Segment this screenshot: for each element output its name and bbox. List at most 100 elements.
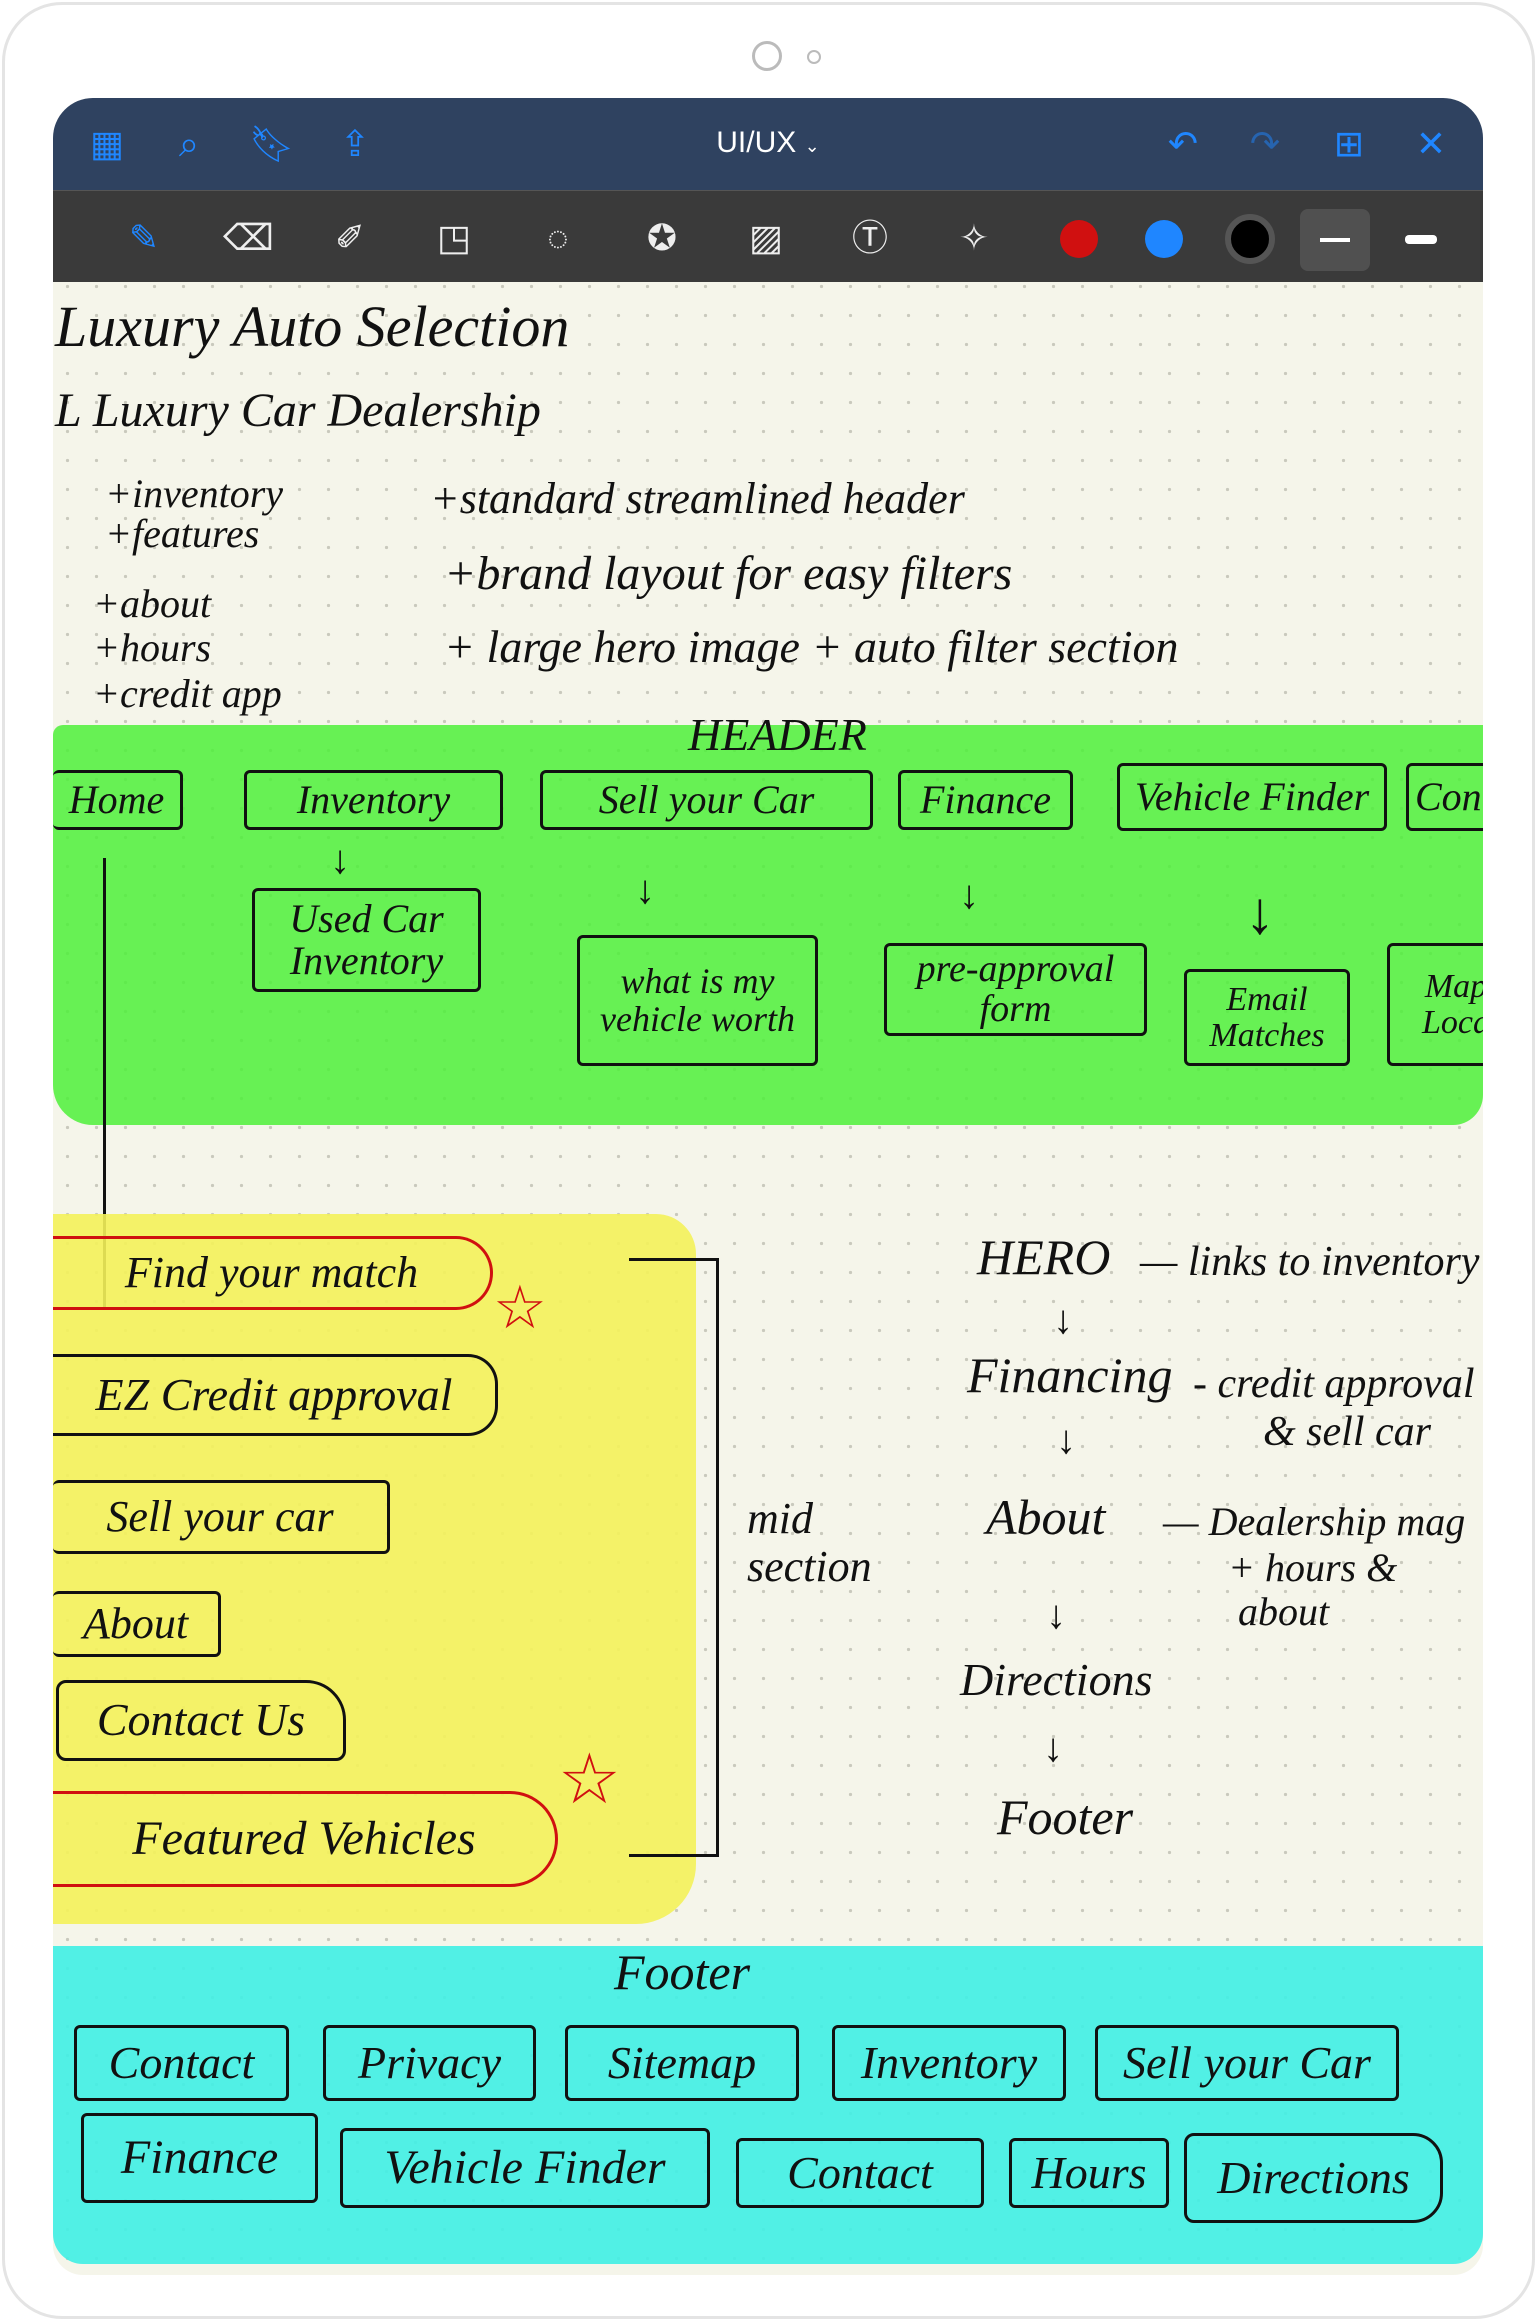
sub-box-label: Map Loca: [1422, 967, 1483, 1041]
footer-box: Contact: [74, 2025, 289, 2101]
undo-icon[interactable]: ↶: [1167, 123, 1199, 164]
footer-box-label: Contact: [108, 2036, 255, 2088]
sub-box-label: what is my vehicle worth: [600, 960, 795, 1039]
nav-box-sell: Sell your Car: [540, 770, 873, 830]
nav-box-contact: Cont: [1406, 763, 1483, 831]
arrow-down-icon: ↓: [330, 838, 350, 882]
sticker-tool-icon[interactable]: ✪: [646, 217, 678, 258]
arrow-down-icon: ↓: [1245, 879, 1275, 946]
home-connector-line: [103, 858, 106, 1308]
arrow-down-icon: ↓: [635, 868, 655, 912]
add-page-icon[interactable]: ⊞: [1333, 123, 1365, 164]
footer-box-label: Finance: [120, 2130, 279, 2184]
mid-item-label: Sell your car: [106, 1491, 334, 1541]
mid-item-credit-approval: EZ Credit approval: [53, 1354, 498, 1436]
mid-item-contact-us: Contact Us: [56, 1680, 346, 1761]
nav-box-vehicle-finder: Vehicle Finder: [1117, 763, 1387, 831]
lasso-tool-icon[interactable]: ◌: [547, 217, 569, 258]
highlighter-tool-icon[interactable]: ✐: [334, 217, 366, 258]
image-tool-icon[interactable]: ▨: [748, 217, 783, 258]
mid-item-label: Contact Us: [96, 1694, 306, 1746]
sub-box-email-matches: Email Matches: [1184, 969, 1350, 1066]
top-navbar: ▦ ⌕ 🔖︎ ⇪ UI/UX ⌄ ↶ ↷ ⊞ ✕: [53, 98, 1483, 190]
camera-icon: [752, 41, 782, 71]
footer-box: Finance: [81, 2113, 318, 2203]
nav-box-home: Home: [53, 770, 183, 830]
header-highlight: [53, 725, 1483, 1125]
mid-item-find-your-match: Find your match: [53, 1236, 493, 1310]
search-icon[interactable]: ⌕: [178, 123, 200, 164]
footer-highlight: [53, 1946, 1483, 2264]
sub-box-label: Used Car Inventory: [289, 896, 444, 983]
footer-box-label: Contact: [787, 2146, 933, 2198]
flow-about-note: + hours &: [1228, 1545, 1398, 1590]
color-black-swatch[interactable]: [1225, 214, 1275, 264]
document-title[interactable]: UI/UX ⌄: [53, 126, 1483, 160]
nav-box-label: Cont: [1415, 774, 1483, 819]
page-subtitle: L Luxury Car Dealership: [55, 384, 541, 437]
stroke-thin-button[interactable]: [1300, 209, 1370, 271]
grid-icon[interactable]: ▦: [89, 123, 124, 164]
flow-directions: Directions: [960, 1654, 1153, 1705]
footer-box: Sitemap: [565, 2025, 799, 2101]
feature-note: +credit app: [93, 671, 282, 716]
close-icon[interactable]: ✕: [1415, 123, 1447, 164]
footer-box: Directions: [1184, 2133, 1443, 2223]
mid-item-label: About: [82, 1598, 189, 1648]
share-icon[interactable]: ⇪: [339, 123, 371, 164]
design-note: +brand layout for easy filters: [444, 547, 1013, 600]
bookmark-icon[interactable]: 🔖︎: [249, 123, 295, 164]
flow-about-note: about: [1238, 1589, 1330, 1634]
flow-financing: Financing: [967, 1347, 1173, 1403]
nav-box-label: Finance: [919, 777, 1052, 822]
mid-item-about: About: [53, 1591, 221, 1657]
mid-item-label: Featured Vehicles: [132, 1811, 476, 1865]
feature-note: +inventory: [105, 471, 284, 516]
flow-hero-note: — links to inventory: [1140, 1239, 1480, 1285]
star-icon: ☆: [558, 1742, 621, 1819]
footer-box: Hours: [1009, 2138, 1169, 2208]
redo-icon[interactable]: ↷: [1249, 123, 1281, 164]
sub-box-label: Email Matches: [1209, 980, 1325, 1054]
flow-hero: HERO: [977, 1229, 1111, 1285]
mid-item-featured-vehicles: Featured Vehicles: [53, 1791, 558, 1887]
laser-pointer-icon[interactable]: ✧: [958, 217, 990, 258]
nav-box-inventory: Inventory: [244, 770, 503, 830]
sub-box-map-location: Map Loca: [1387, 943, 1483, 1066]
footer-box: Inventory: [832, 2025, 1066, 2101]
shapes-tool-icon[interactable]: ◳: [436, 217, 471, 258]
arrow-down-icon: ↓: [1053, 1298, 1073, 1342]
mid-section-bracket: [629, 1258, 719, 1857]
eraser-tool-icon[interactable]: ⌫: [223, 217, 274, 258]
feature-note: +about: [93, 581, 212, 626]
mid-item-sell-your-car: Sell your car: [53, 1480, 390, 1554]
pen-tool-icon[interactable]: ✎: [128, 217, 160, 258]
footer-box: Privacy: [323, 2025, 536, 2101]
nav-box-label: Home: [68, 777, 165, 822]
design-note: +standard streamlined header: [430, 474, 965, 523]
arrow-down-icon: ↓: [1043, 1726, 1063, 1770]
flow-financing-note: - credit approval: [1193, 1361, 1475, 1407]
flow-financing-note: & sell car: [1263, 1409, 1431, 1455]
page-title: Luxury Auto Selection: [55, 294, 570, 359]
footer-box-label: Sell your Car: [1123, 2036, 1371, 2088]
footer-box-label: Sitemap: [607, 2036, 757, 2088]
footer-label: Footer: [614, 1944, 751, 2000]
sub-box-vehicle-worth: what is my vehicle worth: [577, 935, 818, 1066]
color-blue-swatch[interactable]: [1145, 220, 1183, 258]
color-red-swatch[interactable]: [1060, 220, 1098, 258]
design-note: + large hero image + auto filter section: [444, 621, 1179, 672]
stroke-thick-button[interactable]: [1405, 235, 1437, 244]
footer-box-label: Privacy: [357, 2036, 502, 2088]
header-label: HEADER: [688, 709, 867, 760]
sensor-icon: [807, 50, 821, 64]
arrow-down-icon: ↓: [1056, 1418, 1076, 1462]
mid-section-label: mid section: [747, 1494, 872, 1592]
footer-box: Vehicle Finder: [340, 2128, 710, 2208]
nav-box-label: Vehicle Finder: [1134, 774, 1370, 819]
flow-about-note: — Dealership mag: [1163, 1499, 1466, 1544]
nav-box-label: Sell your Car: [598, 777, 815, 822]
title-text: UI/UX: [716, 126, 797, 159]
text-tool-icon[interactable]: Ⓣ: [851, 217, 888, 258]
mid-item-label: Find your match: [124, 1247, 419, 1297]
